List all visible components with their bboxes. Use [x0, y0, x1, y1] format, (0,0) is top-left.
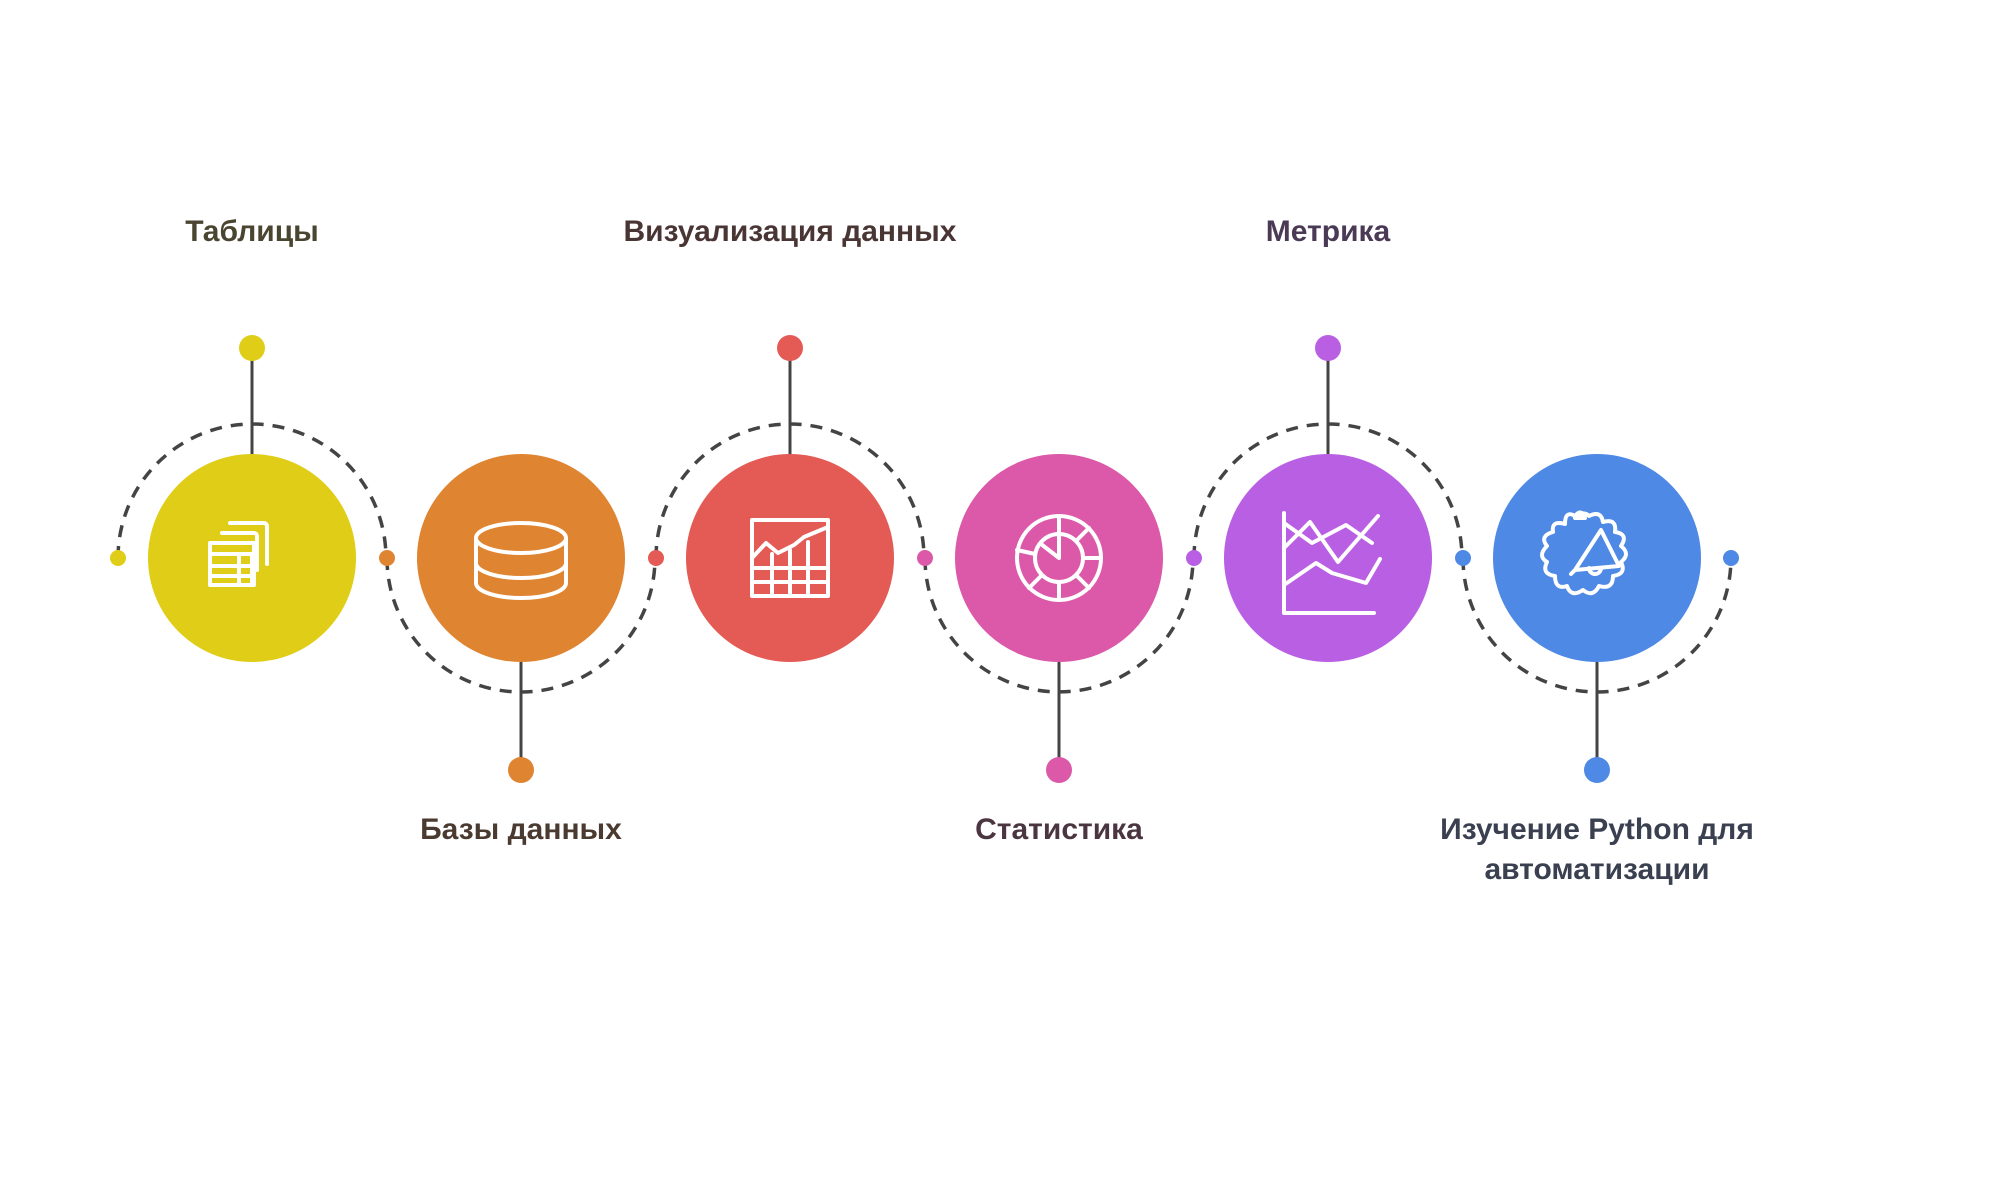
step-label-databases: Базы данных [420, 813, 622, 846]
gear-megaphone-icon-path [1540, 510, 1628, 596]
connector-dot [648, 550, 664, 566]
pin-dot [239, 335, 265, 361]
pin-dot [1315, 335, 1341, 361]
step-label-metrics: Метрика [1265, 215, 1391, 248]
database-icon [474, 521, 568, 600]
connector-dot [379, 550, 395, 566]
area-chart-icon [750, 518, 830, 598]
connector-dot [1723, 550, 1739, 566]
connector-dot [1186, 550, 1202, 566]
step-label-python: Изучение Python для автоматизации [1440, 813, 1754, 886]
connector-dot [917, 550, 933, 566]
pin-dot [777, 335, 803, 361]
pin-dot [1584, 757, 1610, 783]
step-label-tables: Таблицы [185, 215, 319, 248]
connector-dot [1455, 550, 1471, 566]
step-circle [417, 454, 625, 662]
tables-icon-path [208, 521, 269, 587]
tables-icon [208, 521, 269, 587]
line-chart-icon [1282, 511, 1382, 615]
pin-dot [508, 757, 534, 783]
gear-megaphone-icon [1540, 510, 1628, 596]
area-chart-icon-path [750, 518, 830, 598]
step-label-statistics: Статистика [975, 813, 1143, 846]
pie-chart-icon [1015, 514, 1103, 602]
step-circle [1224, 454, 1432, 662]
connector-dot [110, 550, 126, 566]
database-icon-path [474, 521, 568, 600]
line-chart-icon-path [1282, 511, 1382, 615]
step-label-visualization: Визуализация данных [623, 215, 957, 248]
pie-chart-icon-path [1015, 514, 1103, 602]
pin-dot [1046, 757, 1072, 783]
step-circle [1493, 454, 1701, 662]
